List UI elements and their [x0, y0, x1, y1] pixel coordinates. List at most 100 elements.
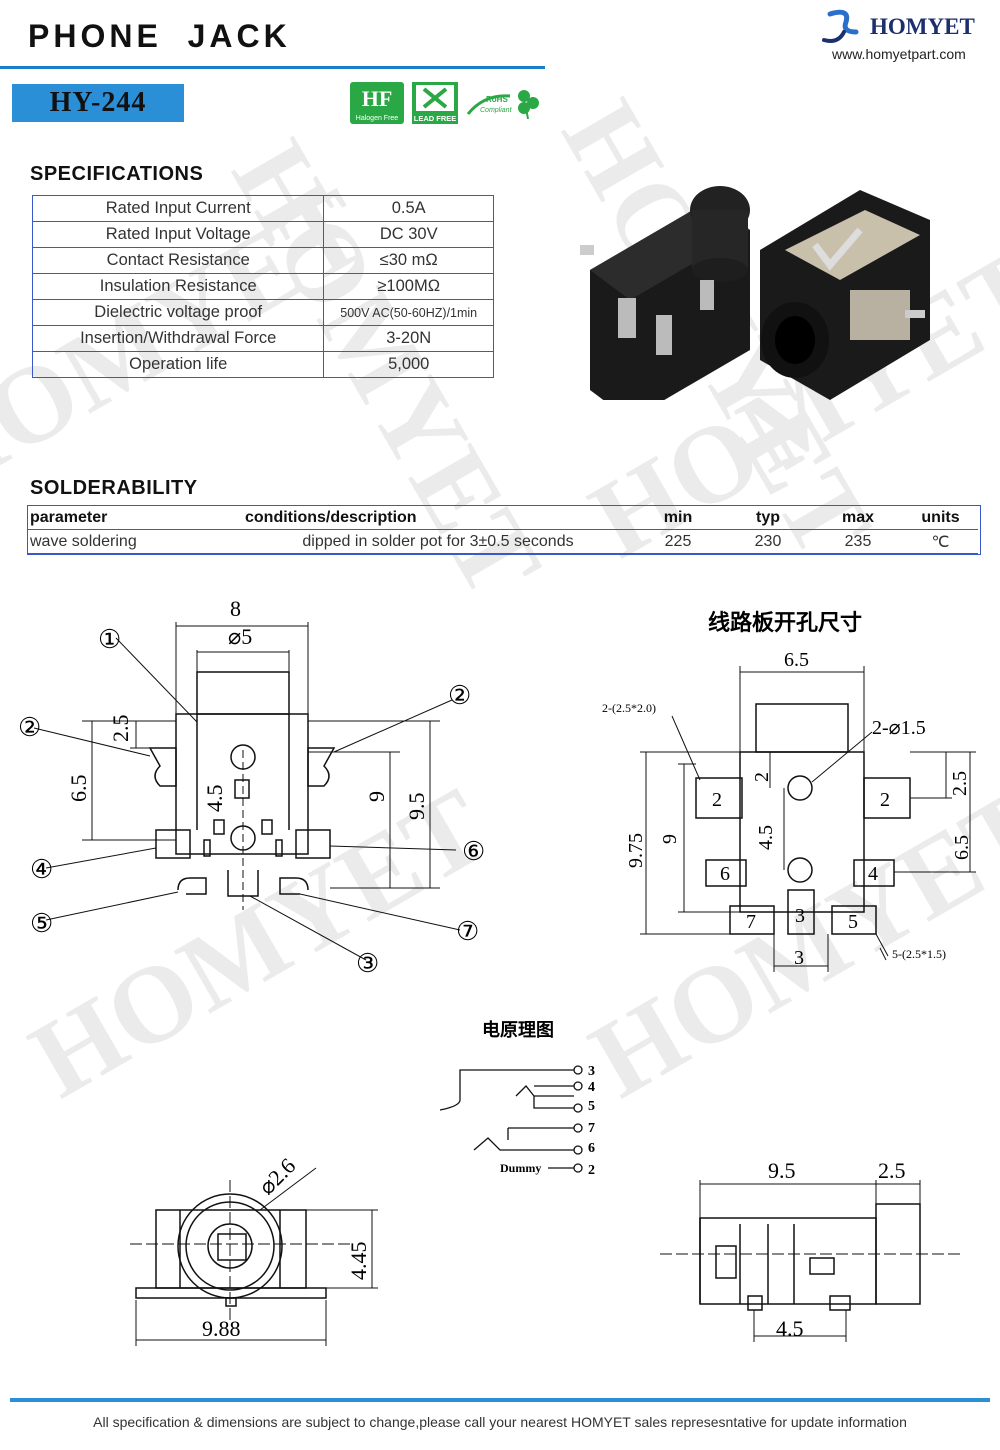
pcb-dim-6-5: 6.5: [784, 649, 809, 671]
pcb-dim-4-5: 4.5: [755, 825, 777, 850]
column-header: units: [903, 506, 978, 530]
spec-value: 0.5A: [323, 195, 494, 222]
end-dim-4-45: 4.45: [346, 1242, 371, 1281]
spec-value: DC 30V: [323, 221, 494, 248]
schematic-pin: 2: [588, 1163, 595, 1178]
model-badge: HY-244: [12, 84, 184, 122]
column-header: max: [813, 506, 903, 530]
end-dim-9-88: 9.88: [202, 1316, 241, 1341]
table-row: Contact Resistance≤30 mΩ: [31, 247, 494, 274]
pcb-dim-9: 9: [659, 834, 681, 844]
side-dim-4-5: 4.5: [776, 1316, 804, 1341]
pcb-pad-note-bottom: 5-(2.5*1.5): [892, 947, 946, 961]
schematic-pin: 5: [588, 1099, 595, 1114]
homyet-logo-icon: [822, 9, 859, 43]
halogen-free-label: Halogen Free: [356, 115, 399, 122]
pcb-layout-drawing: 线路板开孔尺寸 6.5 2-: [602, 610, 976, 972]
dim-dia-5: ⌀5: [228, 624, 252, 649]
svg-text:HF: HF: [362, 86, 393, 111]
pcb-layout-title: 线路板开孔尺寸: [708, 610, 862, 636]
table-header-row: parameter conditions/description min typ…: [28, 506, 978, 530]
table-cell: dipped in solder pot for 3±0.5 seconds: [243, 529, 633, 554]
spec-value: 3-20N: [323, 325, 494, 352]
table-row: wave soldering dipped in solder pot for …: [28, 529, 978, 554]
side-dim-9-5: 9.5: [768, 1158, 796, 1183]
end-view-drawing: ⌀2.6 4.45 9.88: [130, 1153, 378, 1346]
spec-label: Insertion/Withdrawal Force: [31, 325, 325, 352]
pcb-pad-label: 6: [720, 863, 730, 885]
schematic-pin: 7: [588, 1121, 595, 1136]
column-header: conditions/description: [243, 506, 633, 530]
schematic-dummy-label: Dummy: [500, 1161, 541, 1175]
end-dim-dia: ⌀2.6: [254, 1153, 300, 1199]
table-cell: ℃: [903, 529, 978, 554]
callout-6: ⑥: [462, 837, 485, 866]
schematic-pin: 3: [588, 1064, 595, 1079]
side-view-drawing: 9.5 2.5 4.5: [660, 1158, 960, 1342]
spec-label: Rated Input Voltage: [31, 221, 325, 248]
spec-value: 5,000: [323, 351, 494, 378]
column-header: min: [633, 506, 723, 530]
lead-free-icon: LEAD FREE: [412, 82, 458, 124]
spec-label: Rated Input Current: [31, 195, 325, 222]
pcb-dim-6-5-right: 6.5: [951, 835, 973, 860]
side-dim-2-5: 2.5: [878, 1158, 906, 1183]
pcb-dim-2-5: 2.5: [949, 771, 971, 796]
jack-back-image: [760, 190, 930, 400]
solderability-table: parameter conditions/description min typ…: [27, 505, 981, 555]
dim-2-5: 2.5: [108, 715, 133, 743]
rohs-label: RoHS: [486, 95, 508, 104]
table-cell: 235: [813, 529, 903, 554]
specifications-heading: SPECIFICATIONS: [30, 163, 204, 185]
pcb-pad-label: 2: [712, 789, 722, 811]
rohs-compliant-label: Compliant: [480, 107, 513, 114]
product-photo: [580, 186, 930, 400]
pcb-dim-3: 3: [794, 947, 804, 969]
dim-9-5: 9.5: [404, 793, 429, 821]
callout-4: ④: [30, 855, 53, 884]
spec-label: Dielectric voltage proof: [31, 299, 325, 326]
callout-2-right: ②: [448, 681, 471, 710]
page-title: PHONE JACK: [28, 18, 291, 54]
callout-7: ⑦: [456, 917, 479, 946]
spec-value: ≤30 mΩ: [323, 247, 494, 274]
footer-disclaimer: All specification & dimensions are subje…: [93, 1414, 907, 1430]
pcb-dim-2: 2: [751, 772, 773, 782]
pcb-pad-label: 5: [848, 911, 858, 933]
solderability-heading: SOLDERABILITY: [30, 477, 198, 499]
column-header: typ: [723, 506, 813, 530]
pcb-pad-label: 7: [746, 911, 756, 933]
spec-label: Contact Resistance: [31, 247, 325, 274]
title-underline: [0, 66, 545, 69]
callout-5: ⑤: [30, 909, 53, 938]
schematic-pin: 4: [588, 1080, 595, 1095]
dim-6-5: 6.5: [66, 775, 91, 803]
spec-label: Operation life: [31, 351, 325, 378]
pcb-pad-label: 4: [868, 863, 878, 885]
pcb-pad-label: 3: [795, 905, 805, 927]
callout-2-left: ②: [18, 713, 41, 742]
spec-value: 500V AC(50-60HZ)/1min: [323, 299, 494, 326]
rohs-icon: RoHS Compliant: [466, 90, 539, 120]
spec-value: ≥100MΩ: [323, 273, 494, 300]
pcb-hole-note: 2-⌀1.5: [872, 717, 926, 739]
pcb-pad-label: 2: [880, 789, 890, 811]
table-cell: wave soldering: [28, 529, 243, 554]
callout-1: ①: [98, 625, 121, 654]
brand-website: www.homyetpart.com: [832, 46, 966, 62]
front-view-drawing: 8 ⌀5 2.5 6.5 4.5 9 9.5 ① ② ② ③ ④ ⑤ ⑥ ⑦: [18, 596, 485, 978]
table-row: Insulation Resistance≥100MΩ: [31, 273, 494, 300]
dim-9: 9: [364, 791, 389, 802]
spec-label: Insulation Resistance: [31, 273, 325, 300]
brand-name: HOMYET: [870, 14, 975, 39]
pcb-dim-9-75: 9.75: [625, 833, 647, 868]
jack-front-image: [580, 186, 750, 400]
pcb-pad-note-top: 2-(2.5*2.0): [602, 701, 656, 715]
dim-8: 8: [230, 596, 241, 621]
